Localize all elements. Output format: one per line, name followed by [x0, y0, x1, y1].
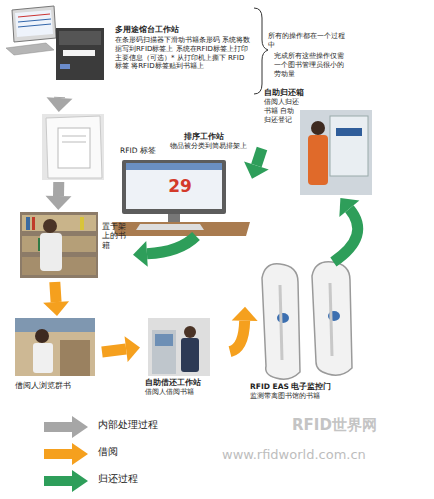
- process-node: 置于架上的书籍: [18, 210, 133, 282]
- flow-arrow: [230, 307, 258, 352]
- node-caption: 借阅人浏览群书: [15, 381, 100, 390]
- note-text: 完成所有这些操作仅需一个图书管理员很小的劳动量: [274, 52, 348, 78]
- process-node: 自助借还工作站借阅人借阅书籍: [140, 318, 230, 402]
- arrow-head: [232, 307, 258, 321]
- arrow-head: [125, 336, 140, 362]
- process-node: RFID 标签: [40, 112, 165, 182]
- legend-swatch: [42, 443, 90, 465]
- arrow-shaft: [102, 349, 126, 352]
- process-node: 自助归还箱借阅人归还书籍 自动归还登记: [262, 88, 374, 198]
- arrow-head: [46, 196, 72, 210]
- arrow-head: [47, 97, 73, 112]
- watermark: www.rfidworld.com.cn: [222, 447, 422, 463]
- flow-arrow: [46, 182, 72, 210]
- flow-arrow: [244, 149, 269, 179]
- flow-arrow: [47, 97, 73, 112]
- legend-text: 归还过程: [98, 473, 218, 486]
- browsing-photo: [15, 318, 95, 376]
- node-heading: 自助归还箱: [264, 88, 304, 97]
- flow-arrow: [133, 236, 196, 267]
- node-heading: RFID EAS 电子监控门: [250, 382, 375, 391]
- node-heading: 排序工作站: [184, 132, 252, 141]
- arrow-shaft: [256, 149, 262, 166]
- node-body: 物品被分类到简易排架上: [170, 142, 252, 151]
- arrow-shaft: [147, 236, 196, 254]
- flow-arrow: [333, 198, 359, 262]
- arrow-head: [133, 241, 148, 267]
- note-text: 所有的操作都在一个过程中: [268, 32, 350, 50]
- legend-swatch: [42, 470, 90, 492]
- legend-text: 借阅: [98, 446, 218, 459]
- self-checkout-photo: [148, 318, 210, 376]
- shelf-photo: [20, 212, 98, 278]
- arrow-shaft: [230, 321, 245, 352]
- arrow-head: [244, 161, 269, 178]
- legend-text: 内部处理过程: [98, 419, 218, 432]
- arrow-head: [339, 198, 359, 217]
- arrow-shaft: [55, 282, 56, 302]
- process-node: RFID EAS 电子监控门监测带离图书馆的书籍: [245, 262, 375, 402]
- process-node: 多用途馆台工作站在条形码扫描器下滑动书籍条形码 系统将数据写到RFID标签上 系…: [5, 5, 253, 97]
- eas-gate-illustration: [262, 262, 352, 379]
- legend-arrow: [44, 416, 88, 438]
- bracket: [254, 8, 268, 94]
- node-heading: 自助借还工作站: [145, 378, 230, 387]
- rfid-label-photo: [42, 114, 104, 180]
- process-node: 借阅人浏览群书: [12, 316, 102, 396]
- node-body: 借阅人借阅书籍: [145, 388, 230, 397]
- node-caption: 置于架上的书籍: [102, 222, 132, 250]
- workstation-illustration: [6, 6, 104, 80]
- legend-arrow: [44, 443, 88, 465]
- arrow-shaft: [54, 97, 65, 98]
- arrow-head: [43, 301, 69, 316]
- flow-arrow: [43, 282, 69, 316]
- legend-arrow: [44, 470, 88, 492]
- self-return-photo: [300, 110, 372, 195]
- flow-arrow: [102, 336, 140, 362]
- arrow-shaft: [333, 209, 357, 262]
- sorting-station-illustration: [112, 160, 250, 236]
- node-body: 在条形码扫描器下滑动书籍条形码 系统将数据写到RFID标签上 系统在RFID标签…: [115, 36, 253, 71]
- watermark: RFID世界网: [292, 416, 412, 435]
- screen-number: 29: [160, 176, 200, 197]
- node-caption: RFID 标签: [120, 146, 165, 155]
- legend-swatch: [42, 416, 90, 438]
- node-body: 借阅人归还书籍 自动归还登记: [264, 98, 300, 124]
- node-heading: 多用途馆台工作站: [115, 25, 253, 34]
- node-body: 监测带离图书馆的书籍: [250, 392, 375, 401]
- arrow-shaft: [53, 182, 64, 196]
